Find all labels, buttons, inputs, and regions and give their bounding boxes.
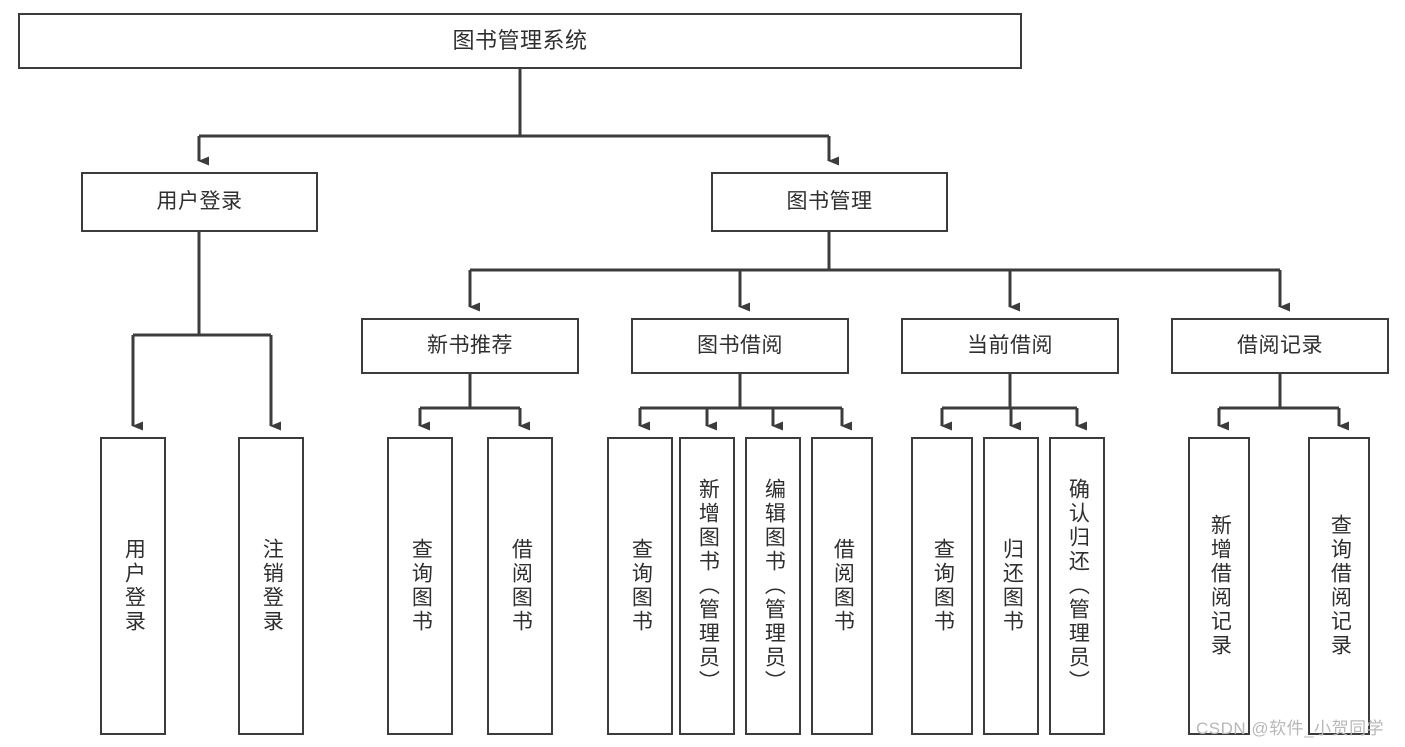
node-level2-3[interactable]: 借阅记录 [1171, 318, 1389, 374]
node-label: 用户登录 [122, 538, 146, 634]
node-level3-0[interactable]: 用户登录 [100, 437, 166, 735]
node-label: 注销登录 [260, 538, 284, 634]
node-label: 归还图书 [1000, 538, 1024, 634]
node-level2-2[interactable]: 当前借阅 [901, 318, 1119, 374]
node-level3-8[interactable]: 查询图书 [911, 437, 973, 735]
node-label: 新增图书（管理员） [696, 478, 720, 694]
node-level3-7[interactable]: 借阅图书 [811, 437, 873, 735]
node-label: 查询图书 [931, 538, 955, 634]
node-label: 当前借阅 [967, 333, 1053, 357]
node-level3-6[interactable]: 编辑图书（管理员） [745, 437, 801, 735]
node-level3-11[interactable]: 新增借阅记录 [1188, 437, 1250, 735]
node-label: 图书借阅 [697, 333, 783, 357]
node-level3-10[interactable]: 确认归还（管理员） [1049, 437, 1105, 735]
node-level1-1[interactable]: 图书管理 [711, 172, 948, 232]
node-level1-0[interactable]: 用户登录 [81, 172, 318, 232]
node-label: 图书管理 [786, 189, 873, 213]
node-level3-5[interactable]: 新增图书（管理员） [679, 437, 735, 735]
node-label: 借阅图书 [831, 538, 855, 634]
node-level3-1[interactable]: 注销登录 [238, 437, 304, 735]
node-label: 用户登录 [156, 189, 243, 213]
node-level3-9[interactable]: 归还图书 [983, 437, 1039, 735]
node-label: 借阅图书 [509, 538, 533, 634]
node-label: 编辑图书（管理员） [762, 478, 786, 694]
node-label: 确认归还（管理员） [1066, 478, 1090, 694]
node-level3-2[interactable]: 查询图书 [387, 437, 453, 735]
node-label: 查询图书 [409, 538, 433, 634]
node-root[interactable]: 图书管理系统 [18, 13, 1022, 69]
node-level2-1[interactable]: 图书借阅 [631, 318, 849, 374]
node-level3-12[interactable]: 查询借阅记录 [1308, 437, 1370, 735]
node-label: 查询图书 [629, 538, 653, 634]
node-label: 新增借阅记录 [1208, 514, 1232, 658]
node-label: 查询借阅记录 [1328, 514, 1352, 658]
node-label: 新书推荐 [427, 333, 513, 357]
node-label: 图书管理系统 [452, 28, 588, 54]
node-label: 借阅记录 [1237, 333, 1323, 357]
node-level3-4[interactable]: 查询图书 [607, 437, 673, 735]
node-level2-0[interactable]: 新书推荐 [361, 318, 579, 374]
node-level3-3[interactable]: 借阅图书 [487, 437, 553, 735]
